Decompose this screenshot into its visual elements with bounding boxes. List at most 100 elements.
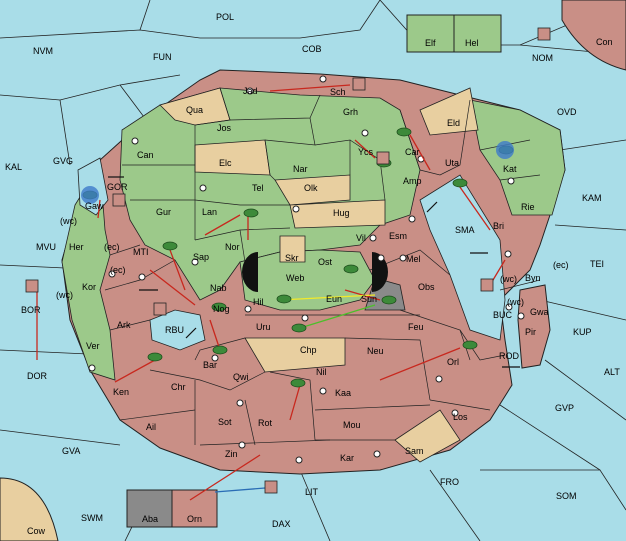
label-ROD: ROD [499, 351, 520, 361]
label-GVP: GVP [555, 403, 574, 413]
convoy-arrows [108, 176, 520, 368]
label-Nar: Nar [293, 164, 308, 174]
label-TEI: TEI [590, 259, 604, 269]
tan-elc [194, 139, 271, 176]
label-Sot: Sot [218, 417, 232, 427]
tan-hug [289, 199, 386, 229]
label-Sun: Sun [361, 294, 377, 304]
label-Kat: Kat [503, 164, 517, 174]
sea-labels: POL COB FUN NVM NOM OVD KAL GVG KAM MVU … [5, 12, 620, 529]
label-MVU: MVU [36, 242, 56, 252]
island-orn [171, 489, 218, 528]
supply-centers [88, 75, 525, 464]
label-Zin: Zin [225, 449, 238, 459]
label-GVG: GVG [53, 156, 73, 166]
coast-tag: (ec) [553, 260, 569, 270]
label-Byn: Byn [525, 273, 541, 283]
label-Olk: Olk [304, 183, 318, 193]
label-Gaw: Gaw [85, 201, 104, 211]
label-Ark: Ark [117, 320, 131, 330]
label-Vil: Vil [356, 233, 366, 243]
label-Pir: Pir [525, 327, 536, 337]
gaw-marker [81, 186, 99, 204]
label-Bar: Bar [203, 360, 217, 370]
label-Hil: Hil [253, 297, 264, 307]
label-COB: COB [302, 44, 322, 54]
label-Kaa: Kaa [335, 388, 351, 398]
land-labels: Jad Sch Qua Jos Grh Eld Can Ycs Car Uta … [27, 37, 613, 536]
coast-tag: (wc) [56, 290, 73, 300]
label-FUN: FUN [153, 52, 172, 62]
coast-tags: (wc) (ec) (ec) (wc) (wc) (ec) (wc) [56, 216, 569, 307]
label-Mel: Mel [406, 254, 421, 264]
green-east [469, 99, 566, 216]
label-Con: Con [596, 37, 613, 47]
label-Qua: Qua [186, 105, 203, 115]
label-Neu: Neu [367, 346, 384, 356]
island-hel [453, 14, 502, 53]
label-SMA: SMA [455, 225, 475, 235]
label-Uta: Uta [445, 158, 459, 168]
tan-sam [394, 409, 461, 463]
label-Jos: Jos [217, 123, 232, 133]
label-Obs: Obs [418, 282, 435, 292]
label-Qwi: Qwi [233, 372, 249, 382]
label-Nor: Nor [225, 242, 240, 252]
label-Elc: Elc [219, 158, 232, 168]
label-SOM: SOM [556, 491, 577, 501]
label-DAX: DAX [272, 519, 291, 529]
coast-tag: (wc) [507, 297, 524, 307]
label-Web: Web [286, 273, 304, 283]
label-Hel: Hel [465, 38, 479, 48]
label-Nil: Nil [316, 367, 327, 377]
label-DOR: DOR [27, 371, 48, 381]
canal-east [372, 252, 388, 292]
label-KAM: KAM [582, 193, 602, 203]
label-Gwa: Gwa [530, 307, 549, 317]
label-Skr: Skr [285, 253, 299, 263]
label-Los: Los [453, 412, 468, 422]
label-Tel: Tel [252, 183, 264, 193]
label-Jad: Jad [243, 86, 258, 96]
tan-chp [244, 337, 346, 373]
label-POL: POL [216, 12, 234, 22]
label-NVM: NVM [33, 46, 53, 56]
label-Her: Her [69, 242, 84, 252]
coast-tag: (ec) [104, 242, 120, 252]
label-FRO: FRO [440, 477, 459, 487]
label-BUC: BUC [493, 310, 513, 320]
label-Esm: Esm [389, 231, 407, 241]
label-SWM: SWM [81, 513, 103, 523]
label-Kar: Kar [340, 453, 354, 463]
label-RBU: RBU [165, 325, 184, 335]
label-Orn: Orn [187, 514, 202, 524]
tan-olk [274, 174, 351, 206]
label-Chr: Chr [171, 382, 186, 392]
label-Sap: Sap [193, 252, 209, 262]
label-Sam: Sam [405, 446, 424, 456]
label-Kor: Kor [82, 282, 96, 292]
label-Bri: Bri [493, 221, 504, 231]
label-Nab: Nab [210, 283, 227, 293]
lake-sma [419, 174, 506, 341]
label-ALT: ALT [604, 367, 620, 377]
island-aba [126, 489, 173, 528]
label-Lan: Lan [202, 207, 217, 217]
coast-tag: (ec) [110, 265, 126, 275]
label-Ken: Ken [113, 387, 129, 397]
label-Ost: Ost [318, 257, 333, 267]
label-KAL: KAL [5, 162, 22, 172]
label-Eun: Eun [326, 294, 342, 304]
lake-rbu [149, 309, 206, 351]
label-Amp: Amp [403, 176, 422, 186]
canal-west [242, 252, 258, 292]
label-Sch: Sch [330, 87, 346, 97]
coast-tag: (wc) [60, 216, 77, 226]
label-Uru: Uru [256, 322, 271, 332]
label-Ail: Ail [146, 422, 156, 432]
label-Car: Car [405, 147, 420, 157]
label-Feu: Feu [408, 322, 424, 332]
label-Aba: Aba [142, 514, 158, 524]
coast-tag: (wc) [500, 274, 517, 284]
